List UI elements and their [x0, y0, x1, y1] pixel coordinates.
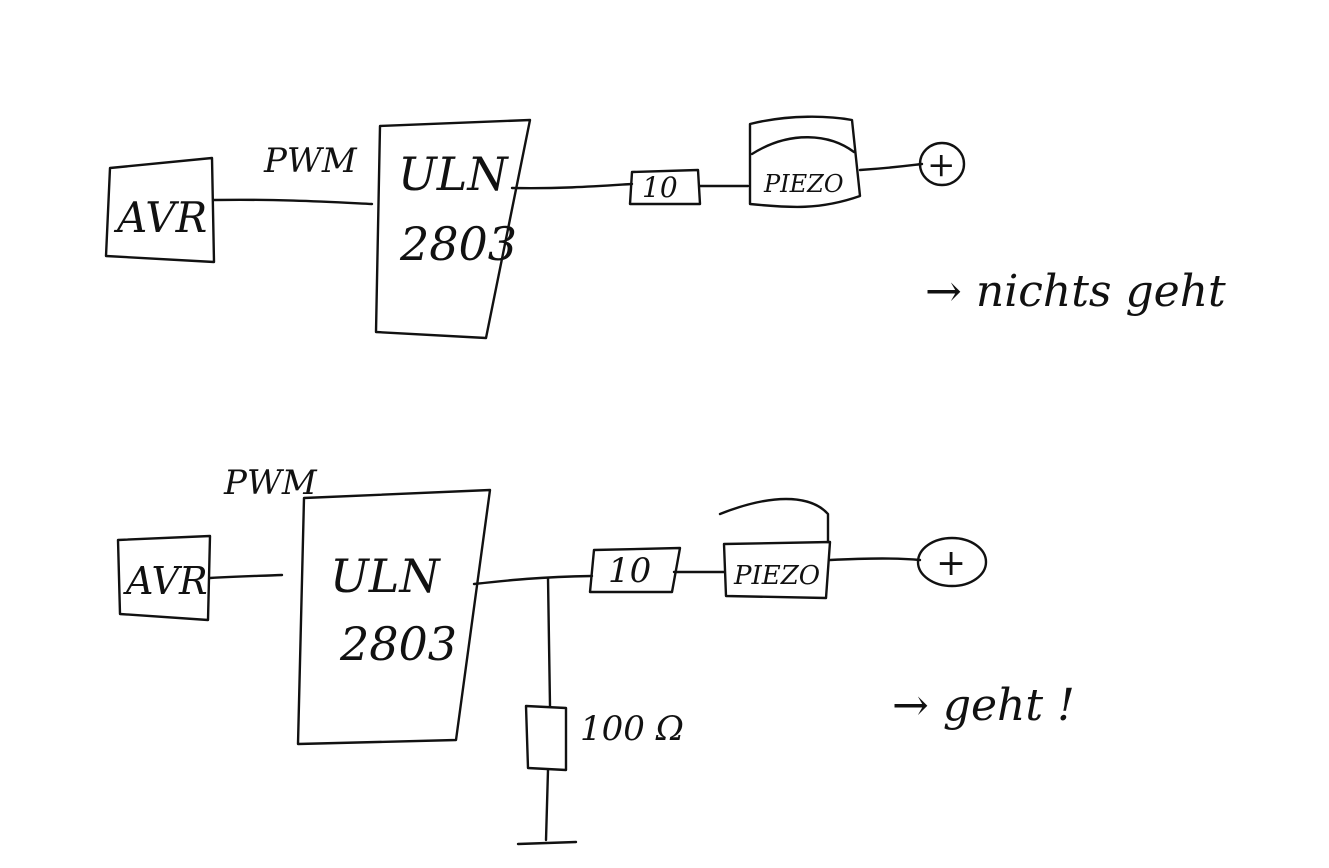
pwm-label-top: PWM [263, 141, 358, 181]
circuit-bottom: AVR PWM ULN 2803 100 Ω 10 PIEZO + [116, 463, 1075, 846]
plus-label-top: + [927, 145, 956, 185]
wire-uln-resistor-top [510, 182, 634, 190]
uln-box-bottom [296, 488, 492, 746]
avr-label-top: AVR [113, 193, 207, 242]
plus-terminal-top [918, 141, 966, 187]
wire-junction-shunt [546, 576, 552, 708]
wire-uln-resistor-bottom [472, 574, 594, 586]
resistor-label-top: 10 [642, 171, 678, 204]
piezo-bottom [722, 540, 832, 600]
wire-avr-uln-bottom [208, 573, 284, 580]
shunt-label-bottom: 100 Ω [580, 709, 684, 749]
wire-piezo-plus-bottom [828, 557, 922, 562]
uln-label-line1-bottom: ULN [330, 549, 441, 603]
wire-piezo-plus-top [858, 162, 924, 172]
uln-box-top [374, 118, 532, 340]
circuit-top: AVR PWM ULN 2803 10 PIEZO + → nichts geh… [104, 115, 1226, 340]
piezo-label-bottom: PIEZO [733, 561, 820, 591]
ground-symbol [516, 840, 578, 846]
avr-box-top [104, 156, 216, 264]
resistor-top [628, 168, 702, 206]
uln-label-line1-top: ULN [398, 147, 509, 201]
pwm-label-bottom: PWM [223, 463, 318, 503]
result-bottom: → geht ! [892, 680, 1075, 731]
piezo-label-top: PIEZO [763, 170, 844, 198]
avr-box-bottom [116, 534, 212, 622]
wire-avr-uln-top [212, 198, 374, 206]
avr-label-bottom: AVR [123, 559, 208, 603]
wire-shunt-ground [544, 768, 550, 842]
shunt-resistor-bottom [524, 704, 568, 772]
plus-terminal-bottom [916, 536, 988, 588]
uln-label-line2-top: 2803 [399, 217, 517, 271]
piezo-cap-top [750, 136, 856, 156]
piezo-top [748, 115, 862, 209]
result-top: → nichts geht [925, 266, 1226, 317]
uln-label-line2-bottom: 2803 [339, 617, 457, 671]
piezo-cap-bottom [718, 497, 830, 544]
resistor-label-bottom: 10 [608, 551, 651, 591]
plus-label-bottom: + [936, 543, 966, 584]
resistor-bottom [588, 546, 682, 594]
